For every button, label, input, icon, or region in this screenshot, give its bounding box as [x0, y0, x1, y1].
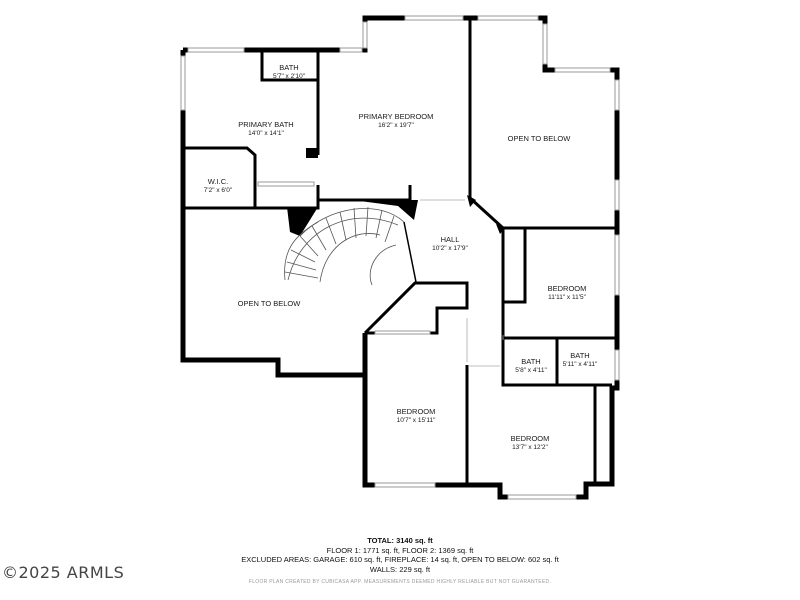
room-label-bath-b: BATH 5'11" x 4'11" [563, 351, 598, 369]
room-dims: 13'7" x 12'2" [512, 444, 548, 451]
room-label-hall: HALL 10'2" x 17'9" [432, 235, 468, 253]
excluded-areas: EXCLUDED AREAS: GARAGE: 610 sq. ft, FIRE… [241, 555, 559, 564]
room-label-primary-bath: PRIMARY BATH 14'0" x 14'1" [238, 120, 293, 138]
room-dims: 14'0" x 14'1" [248, 130, 284, 137]
room-name: PRIMARY BEDROOM [358, 112, 434, 121]
room-label-bath-a: BATH 5'8" x 4'11" [515, 357, 547, 375]
total-area: TOTAL: 3140 sq. ft [367, 536, 433, 545]
interior-walls [183, 18, 617, 485]
stair [284, 206, 417, 286]
room-name: OPEN TO BELOW [507, 134, 571, 143]
room-dims: 10'7" x 15'11" [396, 417, 436, 424]
exterior-walls [180, 15, 620, 500]
room-dims: 5'11" x 4'11" [562, 361, 598, 368]
room-label-bath-small: BATH 5'7" x 2'10" [273, 63, 305, 81]
room-name: BATH [570, 351, 590, 360]
room-name: OPEN TO BELOW [237, 299, 301, 308]
room-name: BATH [279, 63, 299, 72]
room-dims: 11'11" x 11'5" [548, 294, 586, 301]
room-label-bedroom-bottom-left: BEDROOM 10'7" x 15'11" [397, 407, 436, 425]
area-totals: TOTAL: 3140 sq. ft FLOOR 1: 1771 sq. ft,… [190, 536, 610, 574]
room-name: BEDROOM [510, 434, 550, 443]
room-name: BEDROOM [547, 284, 587, 293]
room-name: BEDROOM [396, 407, 436, 416]
watermark: ©2025 ARMLS [2, 563, 125, 582]
room-dims: 5'7" x 2'10" [272, 73, 306, 80]
room-dims: 5'8" x 4'11" [515, 367, 547, 374]
door-marks [420, 199, 504, 367]
fill-walls [287, 148, 505, 236]
room-label-wic: W.I.C. 7'2" x 6'0" [204, 177, 232, 195]
floor-areas: FLOOR 1: 1771 sq. ft, FLOOR 2: 1369 sq. … [326, 545, 474, 555]
room-name: PRIMARY BATH [238, 120, 294, 129]
room-dims: 10'2" x 17'9" [432, 245, 468, 252]
windows [180, 15, 620, 500]
room-name: BATH [521, 357, 541, 366]
disclaimer: FLOOR PLAN CREATED BY CUBICASA APP. MEAS… [248, 579, 552, 585]
room-label-bedroom-bottom-right: BEDROOM 13'7" x 12'2" [511, 434, 550, 452]
room-dims: 7'2" x 6'0" [203, 187, 233, 194]
room-dims: 16'2" x 19'7" [378, 122, 414, 129]
room-label-bedroom-right: BEDROOM 11'11" x 11'5" [548, 284, 587, 302]
room-name: W.I.C. [207, 177, 229, 186]
walls-area: WALLS: 229 sq. ft [369, 564, 431, 574]
room-name: HALL [440, 235, 460, 244]
room-label-open-below-left: OPEN TO BELOW [238, 299, 301, 308]
room-label-primary-bedroom: PRIMARY BEDROOM 16'2" x 19'7" [359, 112, 434, 130]
room-label-open-below-top: OPEN TO BELOW [508, 134, 571, 143]
